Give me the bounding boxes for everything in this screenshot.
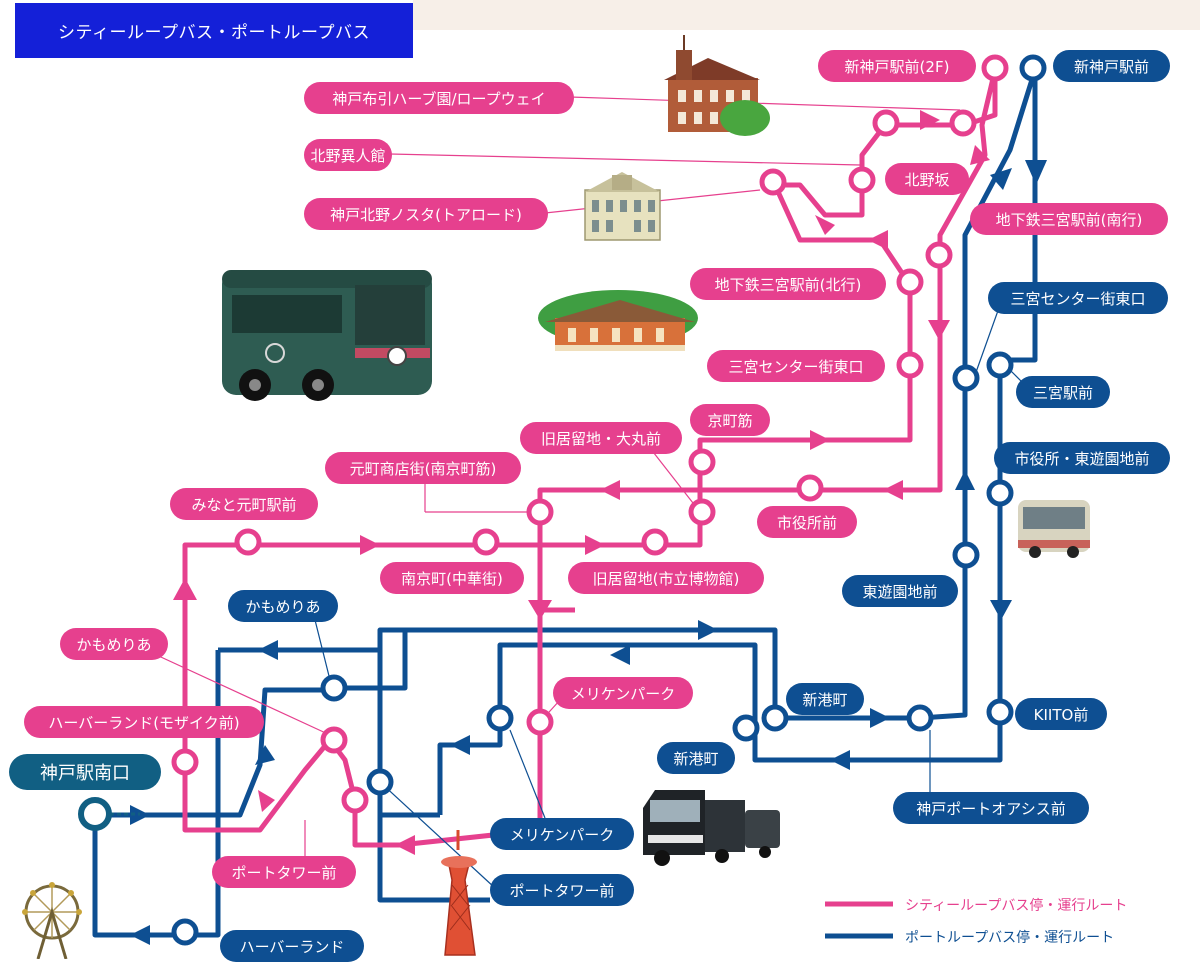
city-stop-markers <box>171 54 1009 814</box>
port-stop-label[interactable]: 市役所・東遊園地前 <box>994 442 1170 474</box>
hub-stop-label[interactable]: 神戸駅南口 <box>9 754 161 790</box>
city-arrows <box>173 110 990 855</box>
port-tower-icon <box>441 830 477 956</box>
city-stop-label[interactable]: ポートタワー前 <box>212 856 356 888</box>
city-stop-label[interactable]: かもめりあ <box>60 628 168 660</box>
city-stop-label[interactable]: 新神戸駅前(2F) <box>818 50 976 82</box>
city-stop-label[interactable]: みなと元町駅前 <box>170 488 318 520</box>
city-stop-label[interactable]: 南京町(中華街) <box>380 562 524 594</box>
port-stop-label[interactable]: ポートタワー前 <box>490 874 634 906</box>
bus-articulated-icon <box>643 790 780 866</box>
port-stop-label[interactable]: 三宮センター街東口 <box>988 282 1168 314</box>
city-stop-label[interactable]: ハーバーランド(モザイク前) <box>24 706 264 738</box>
city-stop-label[interactable]: 北野坂 <box>885 163 969 195</box>
city-stop-label[interactable]: 地下鉄三宮駅前(北行) <box>690 268 886 300</box>
city-stop-label[interactable]: 神戸布引ハーブ園/ロープウェイ <box>304 82 574 114</box>
city-stop-label[interactable]: メリケンパーク <box>553 677 693 709</box>
city-stop-label[interactable]: 北野異人館 <box>304 139 392 171</box>
port-stop-label[interactable]: 東遊園地前 <box>842 575 958 607</box>
hub-stop-marker <box>78 797 112 831</box>
city-stop-label[interactable]: 旧居留地(市立博物館) <box>568 562 764 594</box>
bus-retro-icon <box>222 270 432 401</box>
ijinkan-icon <box>664 35 770 136</box>
bus-small-icon <box>1018 500 1090 558</box>
city-stop-label[interactable]: 元町商店街(南京町筋) <box>325 452 521 484</box>
port-stop-label[interactable]: ハーバーランド <box>220 930 364 962</box>
city-stop-label[interactable]: 三宮センター街東口 <box>707 350 885 382</box>
port-stop-label[interactable]: 新港町 <box>786 683 864 715</box>
port-arrows <box>130 160 1047 945</box>
pink-leaders <box>149 96 961 860</box>
city-stop-label[interactable]: 神戸北野ノスタ(トアロード) <box>304 198 548 230</box>
nosta-icon <box>584 172 661 241</box>
port-stop-label[interactable]: KIITO前 <box>1015 698 1107 730</box>
port-stop-label[interactable]: 三宮駅前 <box>1016 376 1110 408</box>
city-stop-label[interactable]: 地下鉄三宮駅前(南行) <box>970 203 1168 235</box>
legend-port-text: ポートループバス停・運行ルート <box>905 930 1115 946</box>
city-stop-label[interactable]: 旧居留地・大丸前 <box>520 422 682 454</box>
city-stop-label[interactable]: 京町筋 <box>690 404 770 436</box>
port-stop-label[interactable]: かもめりあ <box>228 590 338 622</box>
map-title: シティーループバス・ポートループバス <box>15 3 413 58</box>
legend-city-text: シティーループバス停・運行ルート <box>905 898 1128 914</box>
port-stop-label[interactable]: 神戸ポートオアシス前 <box>893 792 1089 824</box>
port-stop-label[interactable]: メリケンパーク <box>490 818 634 850</box>
port-stop-label[interactable]: 新神戸駅前 <box>1053 50 1170 82</box>
ferris-wheel-icon <box>22 882 82 959</box>
shrine-icon <box>538 290 698 351</box>
port-stop-markers <box>171 54 1047 946</box>
city-stop-label[interactable]: 市役所前 <box>757 506 857 538</box>
top-band <box>413 0 1200 30</box>
port-stop-label[interactable]: 新港町 <box>657 742 735 774</box>
